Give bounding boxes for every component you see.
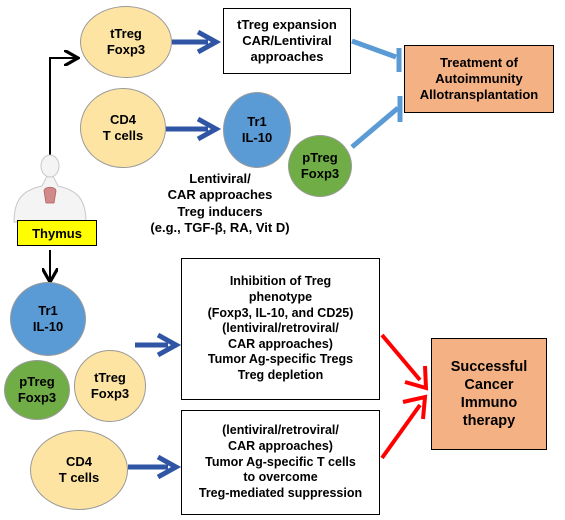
cancer-immunotherapy-box: Successful Cancer Immuno therapy [431, 338, 547, 450]
arrow-cd4-to-tcell-box [128, 454, 182, 480]
cancer-line-2: Cancer [464, 376, 514, 393]
treatment-line-1: Treatment of [439, 54, 518, 70]
tcell-line-3: Tumor Ag-specific T cells [205, 454, 356, 469]
expansion-line-2: CAR/Lentiviral [242, 32, 332, 48]
tcell-line-2: CAR approaches) [228, 439, 333, 454]
ptreg-cell-top: pTreg Foxp3 [288, 135, 352, 197]
inducers-line-4: (e.g., TGF-β, RA, Vit D) [150, 219, 290, 235]
ttreg-bottom-name: tTreg [94, 369, 126, 385]
red-arrow-inhibition-to-cancer [380, 333, 429, 391]
inhibition-line-7: Treg depletion [237, 368, 324, 383]
inducers-line-2: CAR approaches [167, 187, 273, 203]
ptreg-bottom-name: pTreg [19, 373, 55, 389]
ttreg-top-name: tTreg [110, 25, 142, 41]
tr1-bottom-marker: IL-10 [32, 319, 64, 334]
cd4-cell-bottom: CD4 T cells [30, 430, 128, 510]
thymus-up-arrow [49, 58, 76, 170]
tcell-line-4: to overcome [243, 470, 318, 485]
inhibition-line-4: (lentiviral/retroviral/ [222, 321, 339, 336]
treatment-box: Treatment of Autoimmunity Allotransplant… [404, 45, 554, 113]
thymus-label: Thymus [17, 220, 97, 246]
tr1-bottom-name: Tr1 [38, 302, 58, 318]
ptreg-top-marker: Foxp3 [300, 166, 340, 181]
tcell-line-1: (lentiviral/retroviral/ [222, 423, 339, 438]
treatment-line-2: Autoimmunity [435, 70, 523, 86]
cd4-top-name: CD4 [109, 111, 136, 127]
inhibition-box: Inhibition of Treg phenotype (Foxp3, IL-… [181, 258, 380, 400]
cancer-line-4: therapy [462, 413, 516, 430]
red-arrow-tcell-to-cancer [380, 394, 428, 460]
arrow-ttreg-to-expansion [172, 29, 222, 55]
tr1-cell-bottom: Tr1 IL-10 [10, 282, 86, 356]
inhibition-line-3: (Foxp3, IL-10, and CD25) [207, 305, 354, 320]
tr1-cell-top: Tr1 IL-10 [223, 92, 291, 168]
ptreg-bottom-marker: Foxp3 [17, 390, 57, 405]
ttreg-cell-bottom: tTreg Foxp3 [74, 350, 146, 422]
ttreg-cell-top: tTreg Foxp3 [80, 6, 172, 78]
ptreg-cell-bottom: pTreg Foxp3 [4, 360, 70, 420]
tr1-top-marker: IL-10 [241, 130, 273, 145]
ttreg-top-marker: Foxp3 [106, 42, 146, 57]
cd4-cell-top: CD4 T cells [80, 88, 166, 168]
tcell-line-5: Treg-mediated suppression [198, 485, 363, 500]
treatment-line-3: Allotransplantation [419, 87, 539, 103]
cd4-bottom-name: CD4 [65, 453, 92, 469]
ttreg-bottom-marker: Foxp3 [90, 386, 130, 401]
human-torso-icon [13, 154, 87, 223]
inhibit-ptreg-to-treatment [350, 96, 403, 149]
tcell-box: (lentiviral/retroviral/ CAR approaches) … [181, 410, 380, 515]
cd4-top-label: T cells [102, 128, 144, 143]
inducers-line-3: Treg inducers [177, 203, 263, 219]
arrow-cd4-to-tr1 [166, 116, 222, 142]
ptreg-top-name: pTreg [302, 149, 338, 165]
expansion-line-1: tTreg expansion [237, 16, 337, 32]
expansion-line-3: approaches [250, 49, 324, 65]
inhibit-expansion-to-treatment [351, 38, 402, 72]
cancer-line-3: Immuno [460, 395, 518, 411]
inducers-line-1: Lentiviral/ [189, 171, 251, 186]
treg-inducers-text: Lentiviral/ CAR approaches Treg inducers… [120, 171, 320, 236]
cd4-bottom-label: T cells [58, 470, 100, 485]
inhibition-line-5: CAR approaches) [228, 336, 333, 351]
inhibition-line-6: Tumor Ag-specific Tregs [207, 352, 354, 367]
inhibition-line-2: phenotype [248, 289, 313, 304]
cancer-line-1: Successful [450, 358, 528, 375]
inhibition-line-1: Inhibition of Treg [229, 274, 332, 289]
ttreg-expansion-box: tTreg expansion CAR/Lentiviral approache… [223, 8, 351, 74]
arrow-treg-cells-to-inhibition [135, 332, 182, 358]
tr1-top-name: Tr1 [247, 113, 267, 129]
